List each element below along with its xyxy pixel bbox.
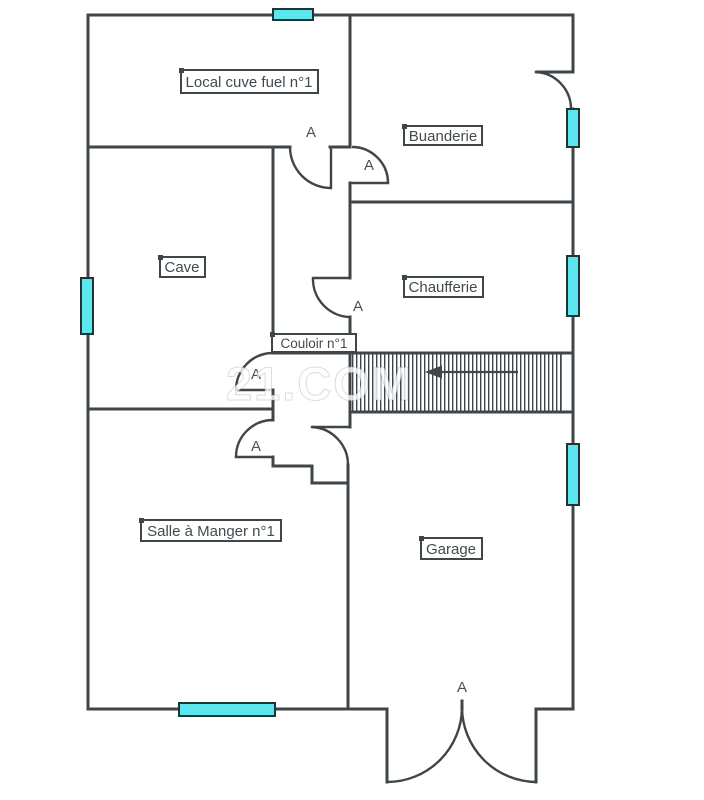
room-label-couloir: Couloir n°1 [270, 332, 357, 353]
room-label-cave: Cave [158, 255, 206, 278]
room-label-text: Garage [426, 541, 476, 558]
door-label: A [353, 298, 363, 315]
room-label-chaufferie: Chaufferie [402, 275, 484, 298]
door-label: A [306, 124, 316, 141]
window-right-upper [566, 108, 580, 148]
window-left [80, 277, 94, 335]
door-leaves [234, 70, 575, 459]
walls [86, 13, 575, 784]
window-right-lower [566, 443, 580, 506]
door-arc-local-cuve [288, 146, 332, 190]
window-bottom [178, 702, 276, 717]
door-label: A [364, 157, 374, 174]
room-label-text: Buanderie [409, 128, 477, 145]
room-label-buanderie: Buanderie [402, 124, 483, 146]
garage-door-right-arc [460, 707, 537, 784]
door-arc-buanderie-corridor [351, 145, 390, 184]
door-arc-cave [234, 351, 273, 391]
watermark: 21.COM [226, 357, 413, 410]
door-label: A [457, 679, 467, 696]
window-top [272, 8, 314, 21]
room-label-text: Chaufferie [409, 279, 478, 296]
room-label-salle-a-manger: Salle à Manger n°1 [139, 518, 282, 542]
door-arc-chaufferie [311, 277, 351, 319]
garage-door-left-arc [386, 707, 464, 784]
staircase [352, 353, 562, 411]
room-label-text: Couloir n°1 [281, 336, 348, 351]
room-label-text: Local cuve fuel n°1 [186, 74, 313, 91]
door-arc-buanderie-entry [535, 70, 573, 110]
room-label-local-cuve-fuel: Local cuve fuel n°1 [179, 68, 319, 94]
room-label-text: Salle à Manger n°1 [147, 523, 275, 540]
stair-direction-arrow [425, 365, 518, 379]
room-label-garage: Garage [419, 536, 483, 560]
window-right-middle [566, 255, 580, 317]
door-arc-corridor-garage [311, 425, 350, 466]
door-label: A [251, 366, 261, 383]
door-arc-salle-a-manger [234, 418, 274, 458]
room-label-text: Cave [164, 259, 199, 276]
door-label: A [251, 438, 261, 455]
